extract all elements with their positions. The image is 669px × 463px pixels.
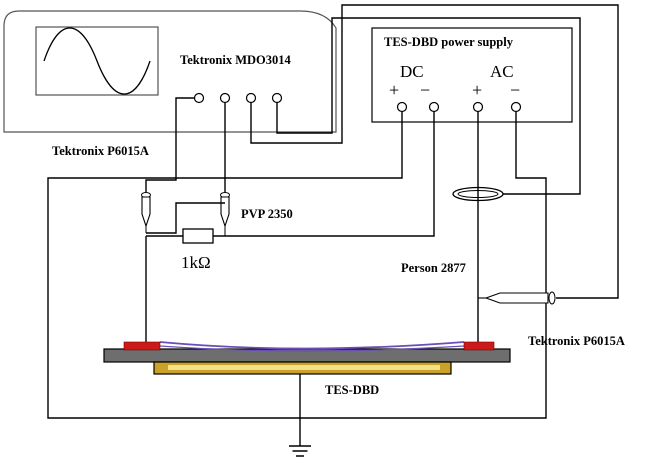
pvp-probe-label: PVP 2350 bbox=[241, 207, 293, 221]
dbd-right-electrode bbox=[463, 341, 495, 351]
dc-plus-terminal bbox=[396, 101, 408, 113]
left-probe-label: Tektronix P6015A bbox=[52, 144, 149, 158]
resistor-label: 1kΩ bbox=[181, 253, 211, 272]
sine-wave-icon bbox=[43, 27, 151, 95]
dbd-film bbox=[159, 341, 465, 350]
dbd-film-lower bbox=[159, 345, 465, 352]
ch4-cable bbox=[276, 17, 581, 195]
channel-4-connector bbox=[271, 92, 283, 104]
power-supply-label: TES-DBD power supply bbox=[384, 35, 514, 49]
resistor-to-dc-minus bbox=[213, 111, 435, 237]
dc-label: DC bbox=[400, 62, 424, 81]
channel-3-connector bbox=[245, 92, 257, 104]
ch3-cable bbox=[250, 4, 619, 299]
dbd-buried-electrode-core bbox=[168, 365, 440, 370]
current-probe-ring bbox=[452, 186, 504, 202]
current-probe-label: Person 2877 bbox=[401, 261, 466, 275]
resistor-1k bbox=[182, 228, 214, 244]
device-label: TES-DBD bbox=[325, 383, 379, 397]
ac-minus-sign: − bbox=[510, 80, 520, 100]
dc-minus-terminal bbox=[428, 101, 440, 113]
outer-loop-wire bbox=[47, 111, 547, 419]
resistor-probe-clamp bbox=[146, 202, 225, 234]
channel-1-connector bbox=[193, 92, 205, 104]
channel-2-connector bbox=[219, 92, 231, 104]
dc-plus-sign: + bbox=[389, 80, 399, 100]
ground-icon bbox=[289, 445, 311, 457]
ch1-cable bbox=[145, 97, 195, 192]
left-voltage-probe bbox=[141, 192, 151, 233]
ac-plus-terminal bbox=[472, 101, 484, 113]
right-probe-label: Tektronix P6015A bbox=[528, 334, 625, 348]
ac-minus-terminal bbox=[510, 101, 522, 113]
pvp-2350-probe bbox=[220, 192, 230, 236]
ac-label: AC bbox=[490, 62, 514, 81]
dbd-left-electrode bbox=[123, 341, 161, 351]
right-voltage-probe bbox=[478, 291, 556, 305]
oscilloscope-label: Tektronix MDO3014 bbox=[180, 53, 292, 67]
ac-plus-sign: + bbox=[472, 80, 482, 100]
dc-minus-sign: − bbox=[420, 80, 430, 100]
